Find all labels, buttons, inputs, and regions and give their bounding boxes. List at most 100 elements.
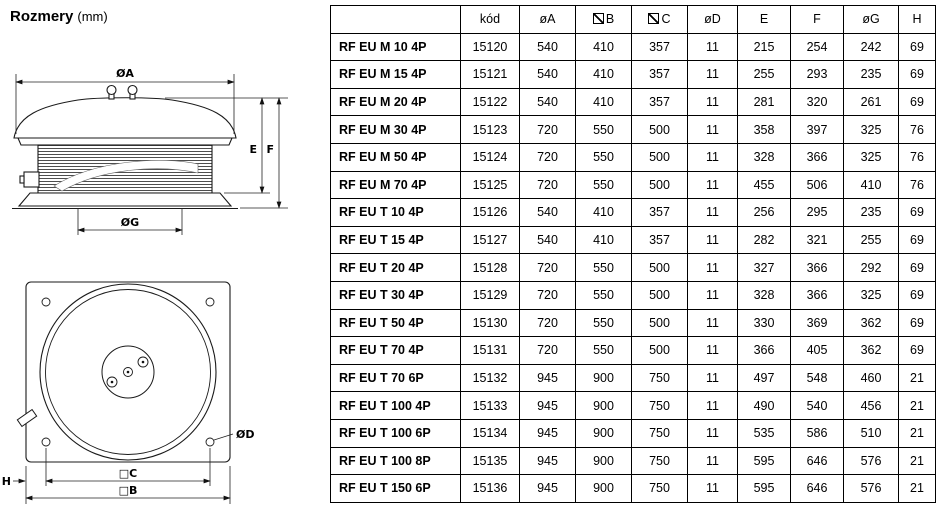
value-cell: 11 bbox=[687, 363, 738, 393]
square-diagonal-icon bbox=[592, 13, 604, 25]
value-cell: 500 bbox=[631, 142, 688, 172]
value-cell: 550 bbox=[575, 115, 632, 144]
value-cell: 357 bbox=[631, 60, 688, 89]
value-cell: 720 bbox=[519, 308, 576, 338]
value-cell: 69 bbox=[898, 280, 936, 310]
value-cell: 21 bbox=[898, 446, 936, 476]
value-cell: 750 bbox=[631, 363, 688, 393]
hub-bolt bbox=[106, 376, 118, 388]
dim-label-dia-d: ØD bbox=[236, 428, 254, 441]
dim-label-h: H bbox=[2, 475, 11, 488]
value-cell: 357 bbox=[631, 32, 688, 62]
value-cell: 15132 bbox=[460, 363, 520, 393]
value-cell: 750 bbox=[631, 391, 688, 420]
value-cell: 76 bbox=[898, 115, 936, 144]
technical-drawing-wrap: ØA E F ØG bbox=[0, 42, 330, 510]
value-cell: 15134 bbox=[460, 418, 520, 448]
cap-fitting bbox=[127, 84, 138, 96]
value-cell: 69 bbox=[898, 308, 936, 338]
value-cell: 254 bbox=[790, 32, 844, 62]
leader-line-d bbox=[213, 433, 234, 441]
dim-label-f: F bbox=[266, 143, 274, 156]
value-cell: 900 bbox=[575, 391, 632, 420]
value-cell: 720 bbox=[519, 336, 576, 365]
value-cell: 510 bbox=[843, 418, 899, 448]
value-cell: 586 bbox=[790, 418, 844, 448]
value-cell: 900 bbox=[575, 446, 632, 476]
dim-label-e: E bbox=[249, 143, 257, 156]
value-cell: 235 bbox=[843, 60, 899, 89]
page-title-text: Rozmery bbox=[10, 8, 74, 25]
value-cell: 21 bbox=[898, 363, 936, 393]
value-cell: 500 bbox=[631, 308, 688, 338]
value-cell: 646 bbox=[790, 474, 844, 503]
value-cell: 506 bbox=[790, 170, 844, 200]
value-cell: 11 bbox=[687, 253, 738, 282]
model-cell: RF EU T 20 4P bbox=[330, 253, 461, 282]
value-cell: 256 bbox=[737, 198, 791, 227]
value-cell: 540 bbox=[519, 32, 576, 62]
model-cell: RF EU T 50 4P bbox=[330, 308, 461, 338]
value-cell: 69 bbox=[898, 32, 936, 62]
hub-center-hole bbox=[123, 367, 133, 377]
value-cell: 292 bbox=[843, 253, 899, 282]
value-cell: 720 bbox=[519, 253, 576, 282]
value-cell: 366 bbox=[790, 280, 844, 310]
fan-cap-rim bbox=[17, 137, 233, 146]
value-cell: 69 bbox=[898, 87, 936, 117]
value-cell: 21 bbox=[898, 418, 936, 448]
side-view-dimensions: ØA E F ØG bbox=[15, 67, 288, 235]
value-cell: 455 bbox=[737, 170, 791, 200]
value-cell: 15136 bbox=[460, 474, 520, 503]
value-cell: 945 bbox=[519, 363, 576, 393]
value-cell: 15123 bbox=[460, 115, 520, 144]
value-cell: 550 bbox=[575, 142, 632, 172]
value-cell: 330 bbox=[737, 308, 791, 338]
value-cell: 325 bbox=[843, 280, 899, 310]
col-header: øA bbox=[519, 5, 576, 34]
value-cell: 69 bbox=[898, 225, 936, 255]
dim-label-sq-b: □B bbox=[119, 484, 138, 497]
dim-label-sq-c: □C bbox=[119, 467, 137, 480]
mounting-hole bbox=[41, 437, 51, 447]
model-cell: RF EU T 100 8P bbox=[330, 446, 461, 476]
value-cell: 410 bbox=[575, 198, 632, 227]
value-cell: 900 bbox=[575, 474, 632, 503]
mounting-hole bbox=[205, 297, 215, 307]
value-cell: 15122 bbox=[460, 87, 520, 117]
model-cell: RF EU M 20 4P bbox=[330, 87, 461, 117]
value-cell: 497 bbox=[737, 363, 791, 393]
model-cell: RF EU T 15 4P bbox=[330, 225, 461, 255]
value-cell: 366 bbox=[790, 142, 844, 172]
value-cell: 11 bbox=[687, 336, 738, 365]
value-cell: 293 bbox=[790, 60, 844, 89]
col-header: E bbox=[737, 5, 791, 34]
value-cell: 500 bbox=[631, 253, 688, 282]
value-cell: 15135 bbox=[460, 446, 520, 476]
value-cell: 362 bbox=[843, 308, 899, 338]
value-cell: 15120 bbox=[460, 32, 520, 62]
value-cell: 15133 bbox=[460, 391, 520, 420]
value-cell: 550 bbox=[575, 308, 632, 338]
value-cell: 327 bbox=[737, 253, 791, 282]
value-cell: 328 bbox=[737, 142, 791, 172]
value-cell: 456 bbox=[843, 391, 899, 420]
value-cell: 11 bbox=[687, 170, 738, 200]
value-cell: 15129 bbox=[460, 280, 520, 310]
value-cell: 550 bbox=[575, 253, 632, 282]
model-cell: RF EU M 10 4P bbox=[330, 32, 461, 62]
col-header: F bbox=[790, 5, 844, 34]
square-diagonal-icon bbox=[648, 13, 660, 25]
value-cell: 357 bbox=[631, 87, 688, 117]
value-cell: 11 bbox=[687, 474, 738, 503]
